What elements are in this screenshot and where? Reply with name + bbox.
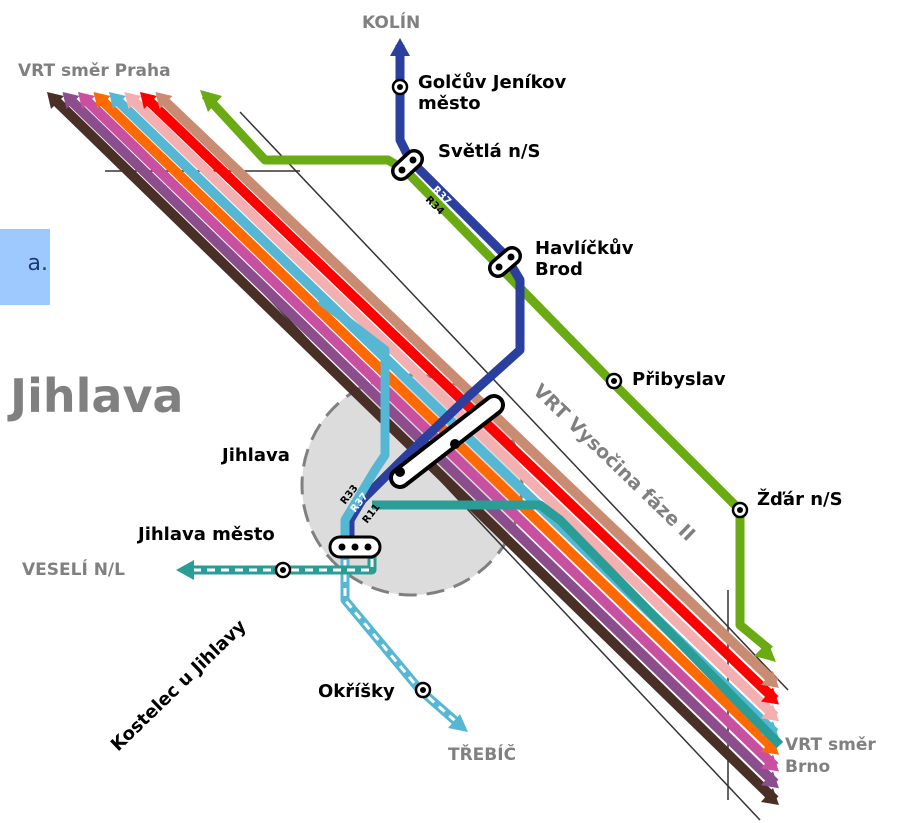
station-zdar[interactable]	[731, 501, 749, 519]
teal-arrow-veseli	[176, 560, 194, 580]
destination-trebic: TŘEBÍČ	[448, 743, 516, 765]
station-svetla[interactable]	[391, 149, 424, 181]
station-okrisky[interactable]	[414, 681, 432, 699]
vrt-arrow-north-2	[78, 92, 95, 109]
teal-line-veseli-dash	[190, 545, 374, 572]
vrt-arrow-north-3	[93, 92, 111, 109]
tooltip-text: a.	[27, 251, 48, 276]
vrt-arrow-north-5	[124, 92, 142, 109]
station-label-golcuv-1: Golčův Jeníkov	[418, 71, 567, 93]
station-jihlava-mesto[interactable]	[328, 535, 382, 559]
vrt-arrow-north-0	[47, 92, 64, 109]
destination-kolin: KOLÍN	[362, 11, 420, 33]
station-havlickuv[interactable]	[488, 246, 522, 278]
vrt-brno-label-2: Brno	[785, 757, 830, 777]
vrt-arrow-south-6	[761, 687, 779, 705]
station-pribyslav[interactable]	[605, 372, 623, 390]
green-line-r34	[201, 91, 773, 654]
station-label-havlickuv-1: Havlíčkův	[535, 237, 634, 259]
vrt-arrow-south-5	[761, 704, 779, 722]
light-blue-line-dash	[343, 560, 461, 727]
station-label-havlickuv-2: Brod	[535, 259, 583, 280]
station-label-svetla: Světlá n/S	[438, 141, 540, 162]
station-veseli-stop[interactable]	[274, 561, 292, 579]
light-blue-line	[317, 296, 463, 729]
station-golcuv[interactable]	[391, 78, 409, 96]
station-label-kostelec: Kostelec u Jihlavy	[107, 616, 251, 756]
vrt-arrow-south-7	[761, 670, 779, 688]
vrt-arrow-south-2	[761, 754, 779, 772]
blue-arrow-kolin	[390, 38, 410, 56]
station-label-golcuv-2: město	[418, 93, 481, 114]
vrt-arrow-south-0	[761, 788, 779, 805]
tooltip-box: a.	[0, 229, 50, 305]
green-arrow-north	[200, 90, 222, 112]
station-label-pribyslav: Přibyslav	[632, 369, 726, 390]
jihlava-vrt-station[interactable]	[389, 394, 505, 489]
vrt-arrow-north-1	[62, 92, 80, 109]
vrt-praha-label: VRT směr Praha	[18, 61, 171, 81]
city-name: Jihlava	[7, 369, 183, 423]
vrt-arrow-north-6	[140, 92, 157, 109]
station-label-zdar: Žďár n/S	[757, 488, 843, 510]
destination-veseli: VESELÍ N/L	[22, 558, 125, 580]
green-arrow-south	[754, 642, 776, 662]
station-label-jihlava: Jihlava	[220, 445, 290, 466]
vrt-arrow-north-4	[109, 92, 126, 109]
station-label-jihlava-mesto: Jihlava město	[136, 524, 275, 545]
vrt-arrow-south-1	[761, 771, 779, 789]
vrt-arrow-north-7	[155, 92, 173, 109]
station-label-okrisky: Okříšky	[318, 681, 395, 702]
vrt-brno-label-1: VRT směr	[785, 735, 876, 755]
light-blue-arrow-trebic	[448, 714, 468, 732]
teal-line-r11	[372, 500, 784, 749]
